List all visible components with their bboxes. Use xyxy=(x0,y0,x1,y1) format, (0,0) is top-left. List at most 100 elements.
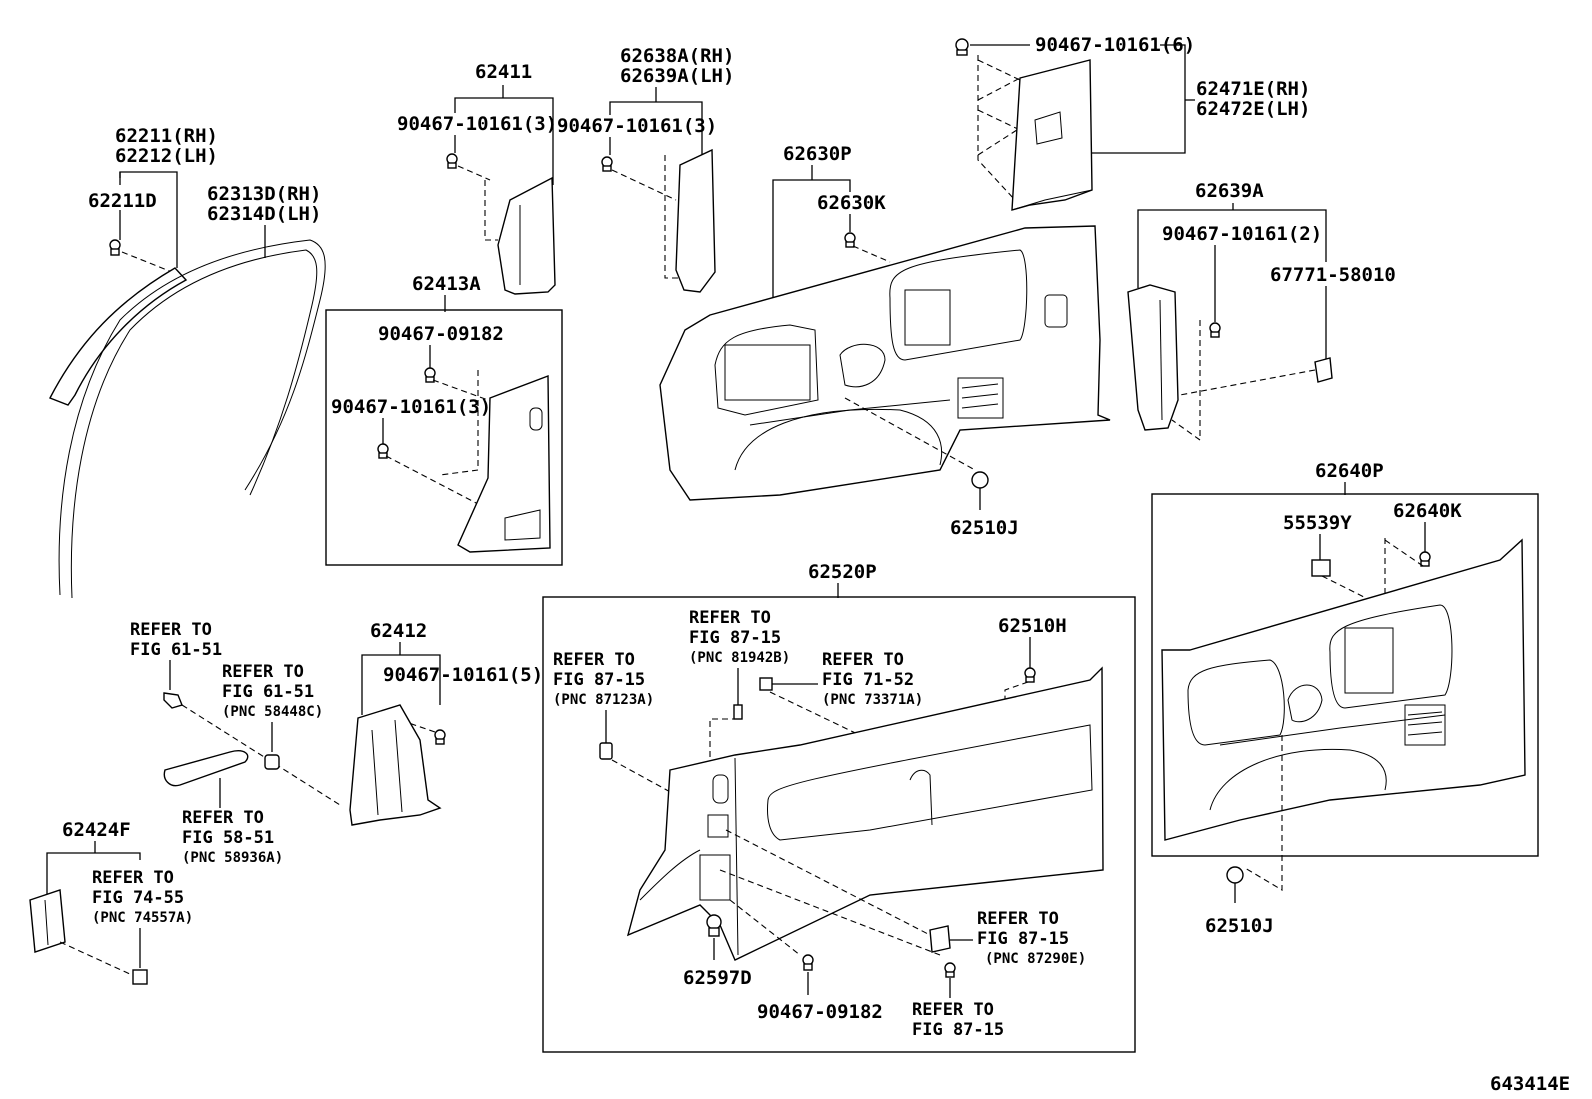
label-62639A-lh: 62639A(LH) xyxy=(620,65,734,87)
clip-62510J-b-icon xyxy=(1226,866,1244,884)
label-62411-clip: 90467-10161(3) xyxy=(397,113,557,135)
clip-62630K-icon xyxy=(844,232,856,248)
clip-74557A-icon xyxy=(132,969,148,985)
label-62471E: 62471E(RH) xyxy=(1196,78,1310,100)
bracket-62424F-shape xyxy=(29,889,66,953)
ref-3-line1: REFER TO xyxy=(182,808,264,828)
label-62212: 62212(LH) xyxy=(115,145,218,167)
clip-58448C-icon xyxy=(264,754,280,770)
label-62510J-b: 62510J xyxy=(1205,915,1274,937)
ref-5-line1: REFER TO xyxy=(689,608,771,628)
connector-87290E-icon xyxy=(929,925,951,953)
clip-62520-icon xyxy=(802,954,814,971)
a-pillar-garnish-shape xyxy=(49,267,188,406)
label-62510H: 62510H xyxy=(998,615,1067,637)
label-62471-clip: 90467-10161(6) xyxy=(1035,34,1195,56)
box-62520P xyxy=(542,596,1136,1053)
label-62412-clip: 90467-10161(5) xyxy=(383,664,543,686)
part-62424F-group[interactable]: 62424F REFER TO FIG 74-55 (PNC 74557A) xyxy=(29,819,193,985)
ref-2-line3: (PNC 58448C) xyxy=(222,704,323,720)
pillar-62639A-shape xyxy=(1127,284,1179,431)
ref-5-line2: FIG 87-15 xyxy=(689,628,781,648)
label-62211: 62211(RH) xyxy=(115,125,218,147)
ref-58448C-group[interactable]: REFER TO FIG 61-51 (PNC 58448C) xyxy=(222,662,323,770)
part-62640P-group[interactable]: 62640P 55539Y 62640K 62510J xyxy=(1151,460,1539,937)
part-62639A-pillar[interactable]: 62639A 90467-10161(2) 67771-58010 xyxy=(1127,180,1396,442)
ref-6-line2: FIG 87-15 xyxy=(553,670,645,690)
label-62413-clip2: 90467-10161(3) xyxy=(331,396,491,418)
label-62313D: 62313D(RH) xyxy=(207,183,321,205)
label-62630P: 62630P xyxy=(783,143,852,165)
ref-2-line2: FIG 61-51 xyxy=(222,682,314,702)
label-62597D: 62597D xyxy=(683,967,752,989)
label-62520-clip: 90467-09182 xyxy=(757,1001,883,1023)
label-62639A-clip: 90467-10161(2) xyxy=(1162,223,1322,245)
weatherstrip-outer xyxy=(58,239,326,596)
ref-5-line3: (PNC 81942B) xyxy=(689,650,790,666)
clip-62510J-a-icon xyxy=(971,471,989,489)
label-62424F: 62424F xyxy=(62,819,131,841)
label-55539Y: 55539Y xyxy=(1283,512,1352,534)
label-62314D: 62314D(LH) xyxy=(207,203,321,225)
ref-8-line2: FIG 87-15 xyxy=(977,929,1069,949)
ref-4-line3: (PNC 74557A) xyxy=(92,910,193,926)
pillar-62411-shape xyxy=(497,176,556,295)
label-62411: 62411 xyxy=(475,61,532,83)
box-62640P xyxy=(1151,493,1539,857)
clip-62411-icon xyxy=(446,153,458,169)
clip-62640K-icon xyxy=(1419,551,1431,567)
ref-6-line3: (PNC 87123A) xyxy=(553,692,654,708)
label-62510J-a: 62510J xyxy=(950,517,1019,539)
label-62630K: 62630K xyxy=(817,192,886,214)
part-62520P-group[interactable]: 62520P REFER TO FIG 87-15 (PNC 81942B) R… xyxy=(542,561,1136,1053)
part-62471E-panel[interactable]: 90467-10161(6) 62471E(RH) 62472E(LH) xyxy=(955,34,1310,211)
label-62639A: 62639A xyxy=(1195,180,1264,202)
part-62211-pillar-garnish[interactable]: 62211(RH) 62212(LH) 62211D xyxy=(49,125,218,406)
bolt-61-51-icon xyxy=(163,692,183,709)
clip-62413-1-icon xyxy=(424,367,436,383)
clip-62510H-icon xyxy=(1024,667,1036,683)
part-62638A-pillar[interactable]: 62638A(RH) 62639A(LH) 90467-10161(3) xyxy=(557,45,734,293)
clip-62412-icon xyxy=(434,729,446,745)
label-62640P: 62640P xyxy=(1315,460,1384,482)
clip-55539Y-icon xyxy=(1311,559,1331,577)
weatherstrip-inner xyxy=(70,249,318,599)
part-62412-pillar[interactable]: 62412 90467-10161(5) xyxy=(349,620,543,826)
label-62412: 62412 xyxy=(370,620,427,642)
clip-62413-2-icon xyxy=(377,443,389,459)
panel-62471E-shape xyxy=(1011,59,1093,211)
bracket-58936A-icon xyxy=(163,750,249,787)
label-67771: 67771-58010 xyxy=(1270,264,1396,286)
label-62520P: 62520P xyxy=(808,561,877,583)
ref-8-line1: REFER TO xyxy=(977,909,1059,929)
part-62630P-quarter-trim[interactable]: 62630P 62630K 62510J xyxy=(659,143,1111,539)
panel-62413A-shape xyxy=(457,374,551,553)
label-62413A: 62413A xyxy=(412,273,481,295)
clip-62638-icon xyxy=(601,156,613,172)
label-62413-clip1: 90467-09182 xyxy=(378,323,504,345)
ref-7-line3: (PNC 73371A) xyxy=(822,692,923,708)
ref-61-51-group[interactable]: REFER TO FIG 61-51 xyxy=(130,620,341,806)
box-62413A xyxy=(325,309,563,566)
ref-2-line1: REFER TO xyxy=(222,662,304,682)
part-62313D-weatherstrip[interactable]: 62313D(RH) 62314D(LH) xyxy=(58,183,326,599)
panel-62520P-shape xyxy=(626,666,1104,961)
clip-62471-icon xyxy=(955,38,969,56)
label-62472E: 62472E(LH) xyxy=(1196,98,1310,120)
label-62211D: 62211D xyxy=(88,190,157,212)
ref-9-line2: FIG 87-15 xyxy=(912,1020,1004,1040)
part-62411-pillar[interactable]: 62411 90467-10161(3) xyxy=(397,61,557,295)
leader-62211 xyxy=(119,171,178,268)
clip-87-15-icon xyxy=(944,962,956,978)
ref-1-line1: REFER TO xyxy=(130,620,212,640)
ref-58936A-group[interactable]: REFER TO FIG 58-51 (PNC 58936A) xyxy=(163,750,283,866)
pillar-62638A-shape xyxy=(675,148,716,293)
ref-3-line3: (PNC 58936A) xyxy=(182,850,283,866)
label-62638A: 62638A(RH) xyxy=(620,45,734,67)
clip-62639A-icon xyxy=(1209,322,1221,338)
ref-8-line3: (PNC 87290E) xyxy=(985,951,1086,967)
ref-4-line2: FIG 74-55 xyxy=(92,888,184,908)
ref-3-line2: FIG 58-51 xyxy=(182,828,274,848)
part-62413A-group[interactable]: 62413A 90467-09182 90467-10161(3) xyxy=(325,273,563,566)
ref-7-line2: FIG 71-52 xyxy=(822,670,914,690)
